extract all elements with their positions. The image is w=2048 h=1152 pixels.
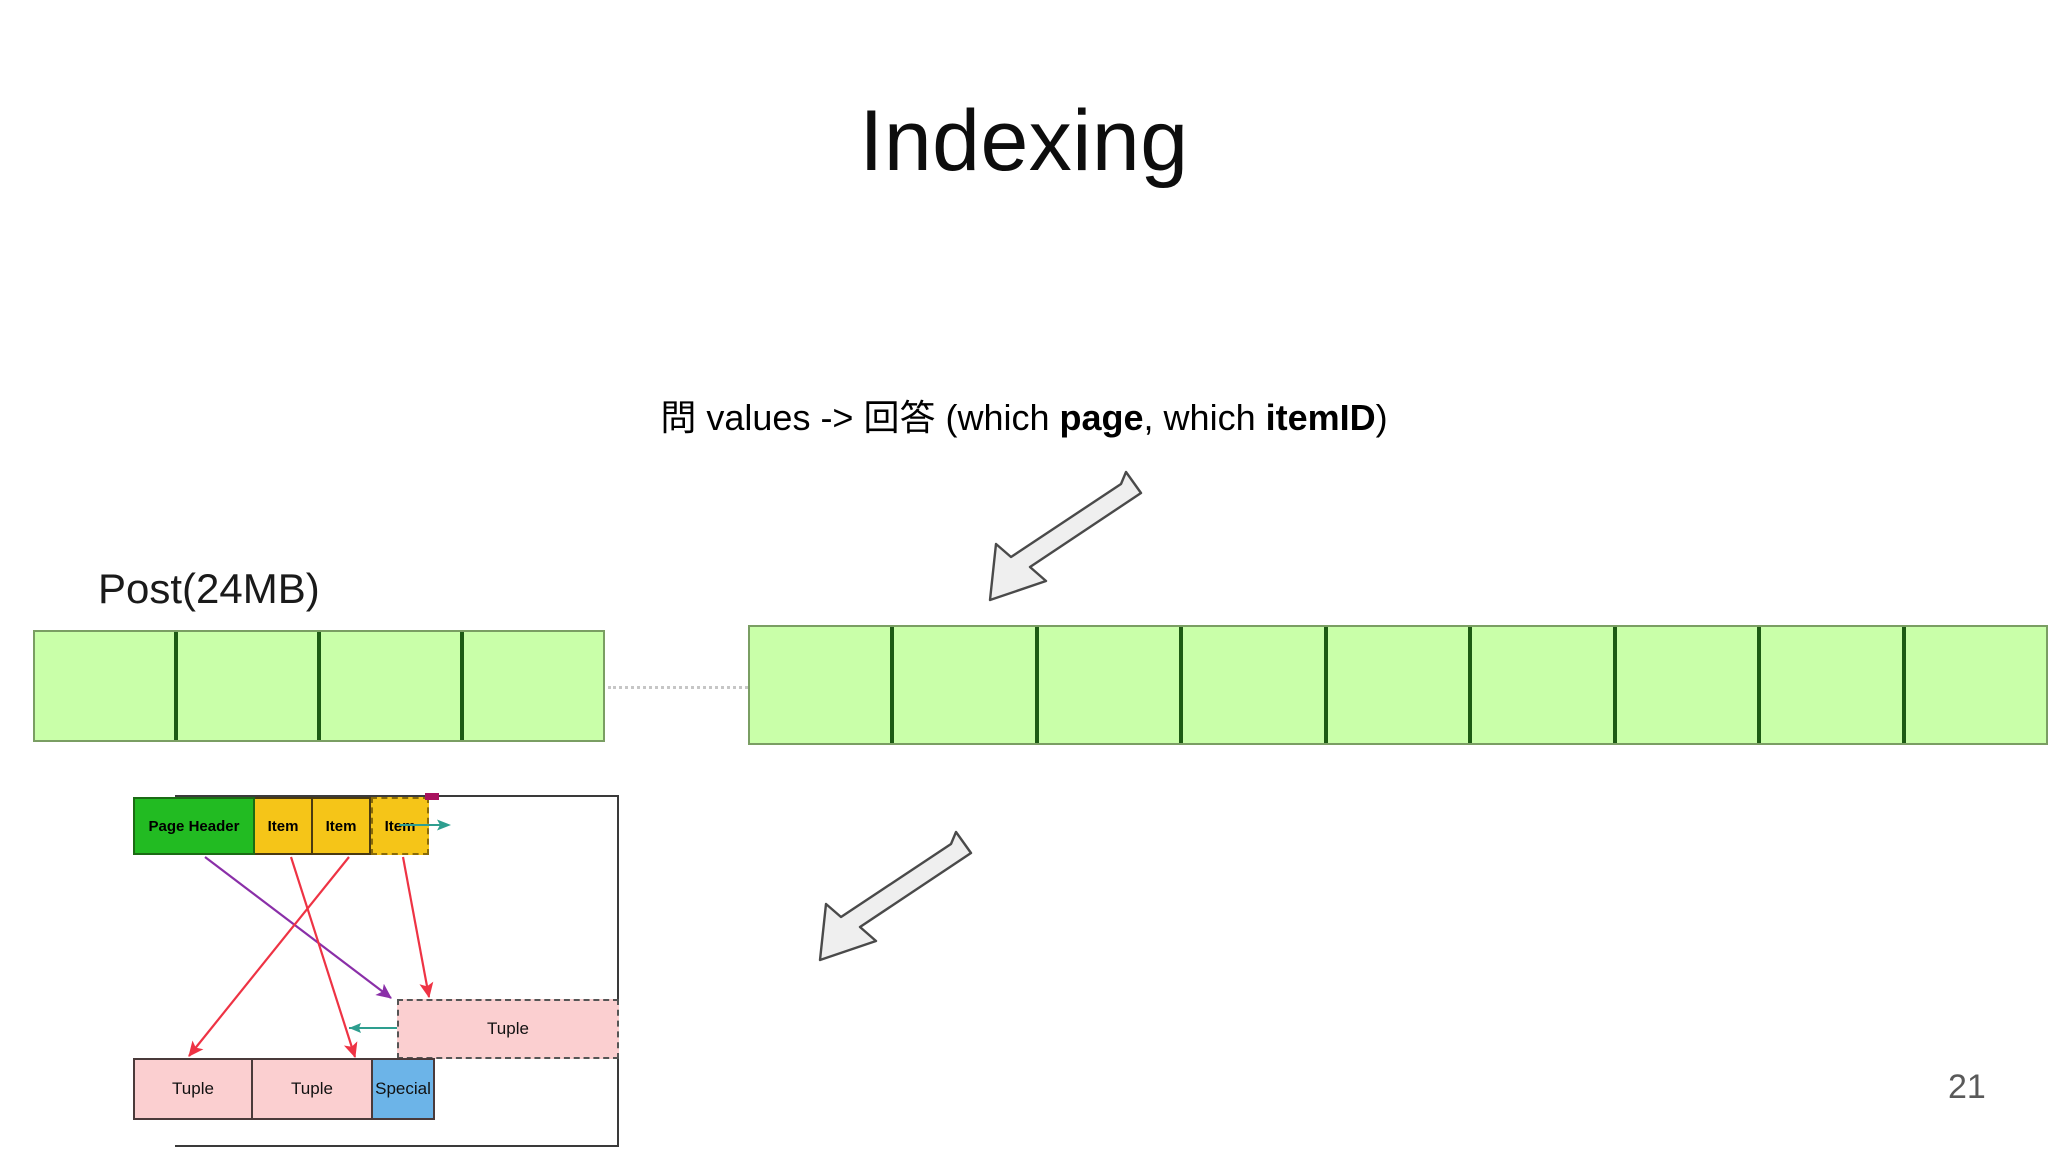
tuple-cell: Tuple [253, 1058, 373, 1120]
question-middle: , which [1143, 397, 1266, 438]
relation-pages-strip-right [748, 625, 2048, 745]
page-block [1616, 627, 1762, 743]
block-arrow-down-left-icon [988, 470, 1143, 602]
pointer-red-1 [289, 856, 358, 1059]
pointer-red-3 [401, 856, 434, 999]
pointer-teal-left-head [349, 1023, 361, 1033]
question-close-paren: ) [1375, 397, 1388, 438]
page-block [1905, 627, 2046, 743]
tuple-floating-dashed: Tuple [397, 999, 619, 1059]
special-cell: Special [373, 1058, 435, 1120]
pointer-purple [204, 856, 392, 999]
question-answer-cjk: 回答 [863, 397, 936, 438]
page-block [178, 632, 321, 740]
relation-pages-strip-left [33, 630, 605, 742]
page-block [1327, 627, 1473, 743]
page-title: Indexing [859, 93, 1189, 189]
page-block [1183, 627, 1328, 743]
page-header-cell: Page Header [133, 797, 255, 855]
page-block [1761, 627, 1906, 743]
question-values-word: values -> [696, 397, 864, 438]
tuple-cell: Tuple [133, 1058, 253, 1120]
magenta-marker-icon [425, 793, 439, 800]
page-block [750, 627, 895, 743]
question-prefix-cjk: 問 [660, 397, 697, 438]
item-pointer-right-icon [399, 819, 451, 831]
block-arrow-down-left-icon [818, 830, 973, 962]
page-block [894, 627, 1039, 743]
item-cell: Item [313, 797, 371, 855]
page-block [464, 632, 603, 740]
question-statement: 問 values -> 回答 (which page, which itemID… [0, 400, 2048, 436]
question-bold-page: page [1059, 397, 1144, 438]
question-bold-itemid: itemID [1265, 397, 1376, 438]
tuple-row: Tuple Tuple Special [133, 1058, 435, 1120]
page-block [35, 632, 178, 740]
page-block [1038, 627, 1184, 743]
question-open-paren: (which [935, 397, 1060, 438]
page-header-row: Page Header Item Item Item [133, 797, 429, 855]
page-block [1472, 627, 1617, 743]
strip-connector-dotted-line [608, 686, 748, 689]
item-to-tuple-pointers [188, 856, 434, 1059]
slide-page-number: 21 [1948, 1068, 1986, 1106]
pointer-red-2 [188, 856, 350, 1057]
relation-label: Post(24MB) [98, 565, 320, 612]
item-cell: Item [255, 797, 313, 855]
page-structure-diagram: Page Header Item Item Item Tuple Tuple T… [133, 793, 619, 1147]
page-block [321, 632, 464, 740]
